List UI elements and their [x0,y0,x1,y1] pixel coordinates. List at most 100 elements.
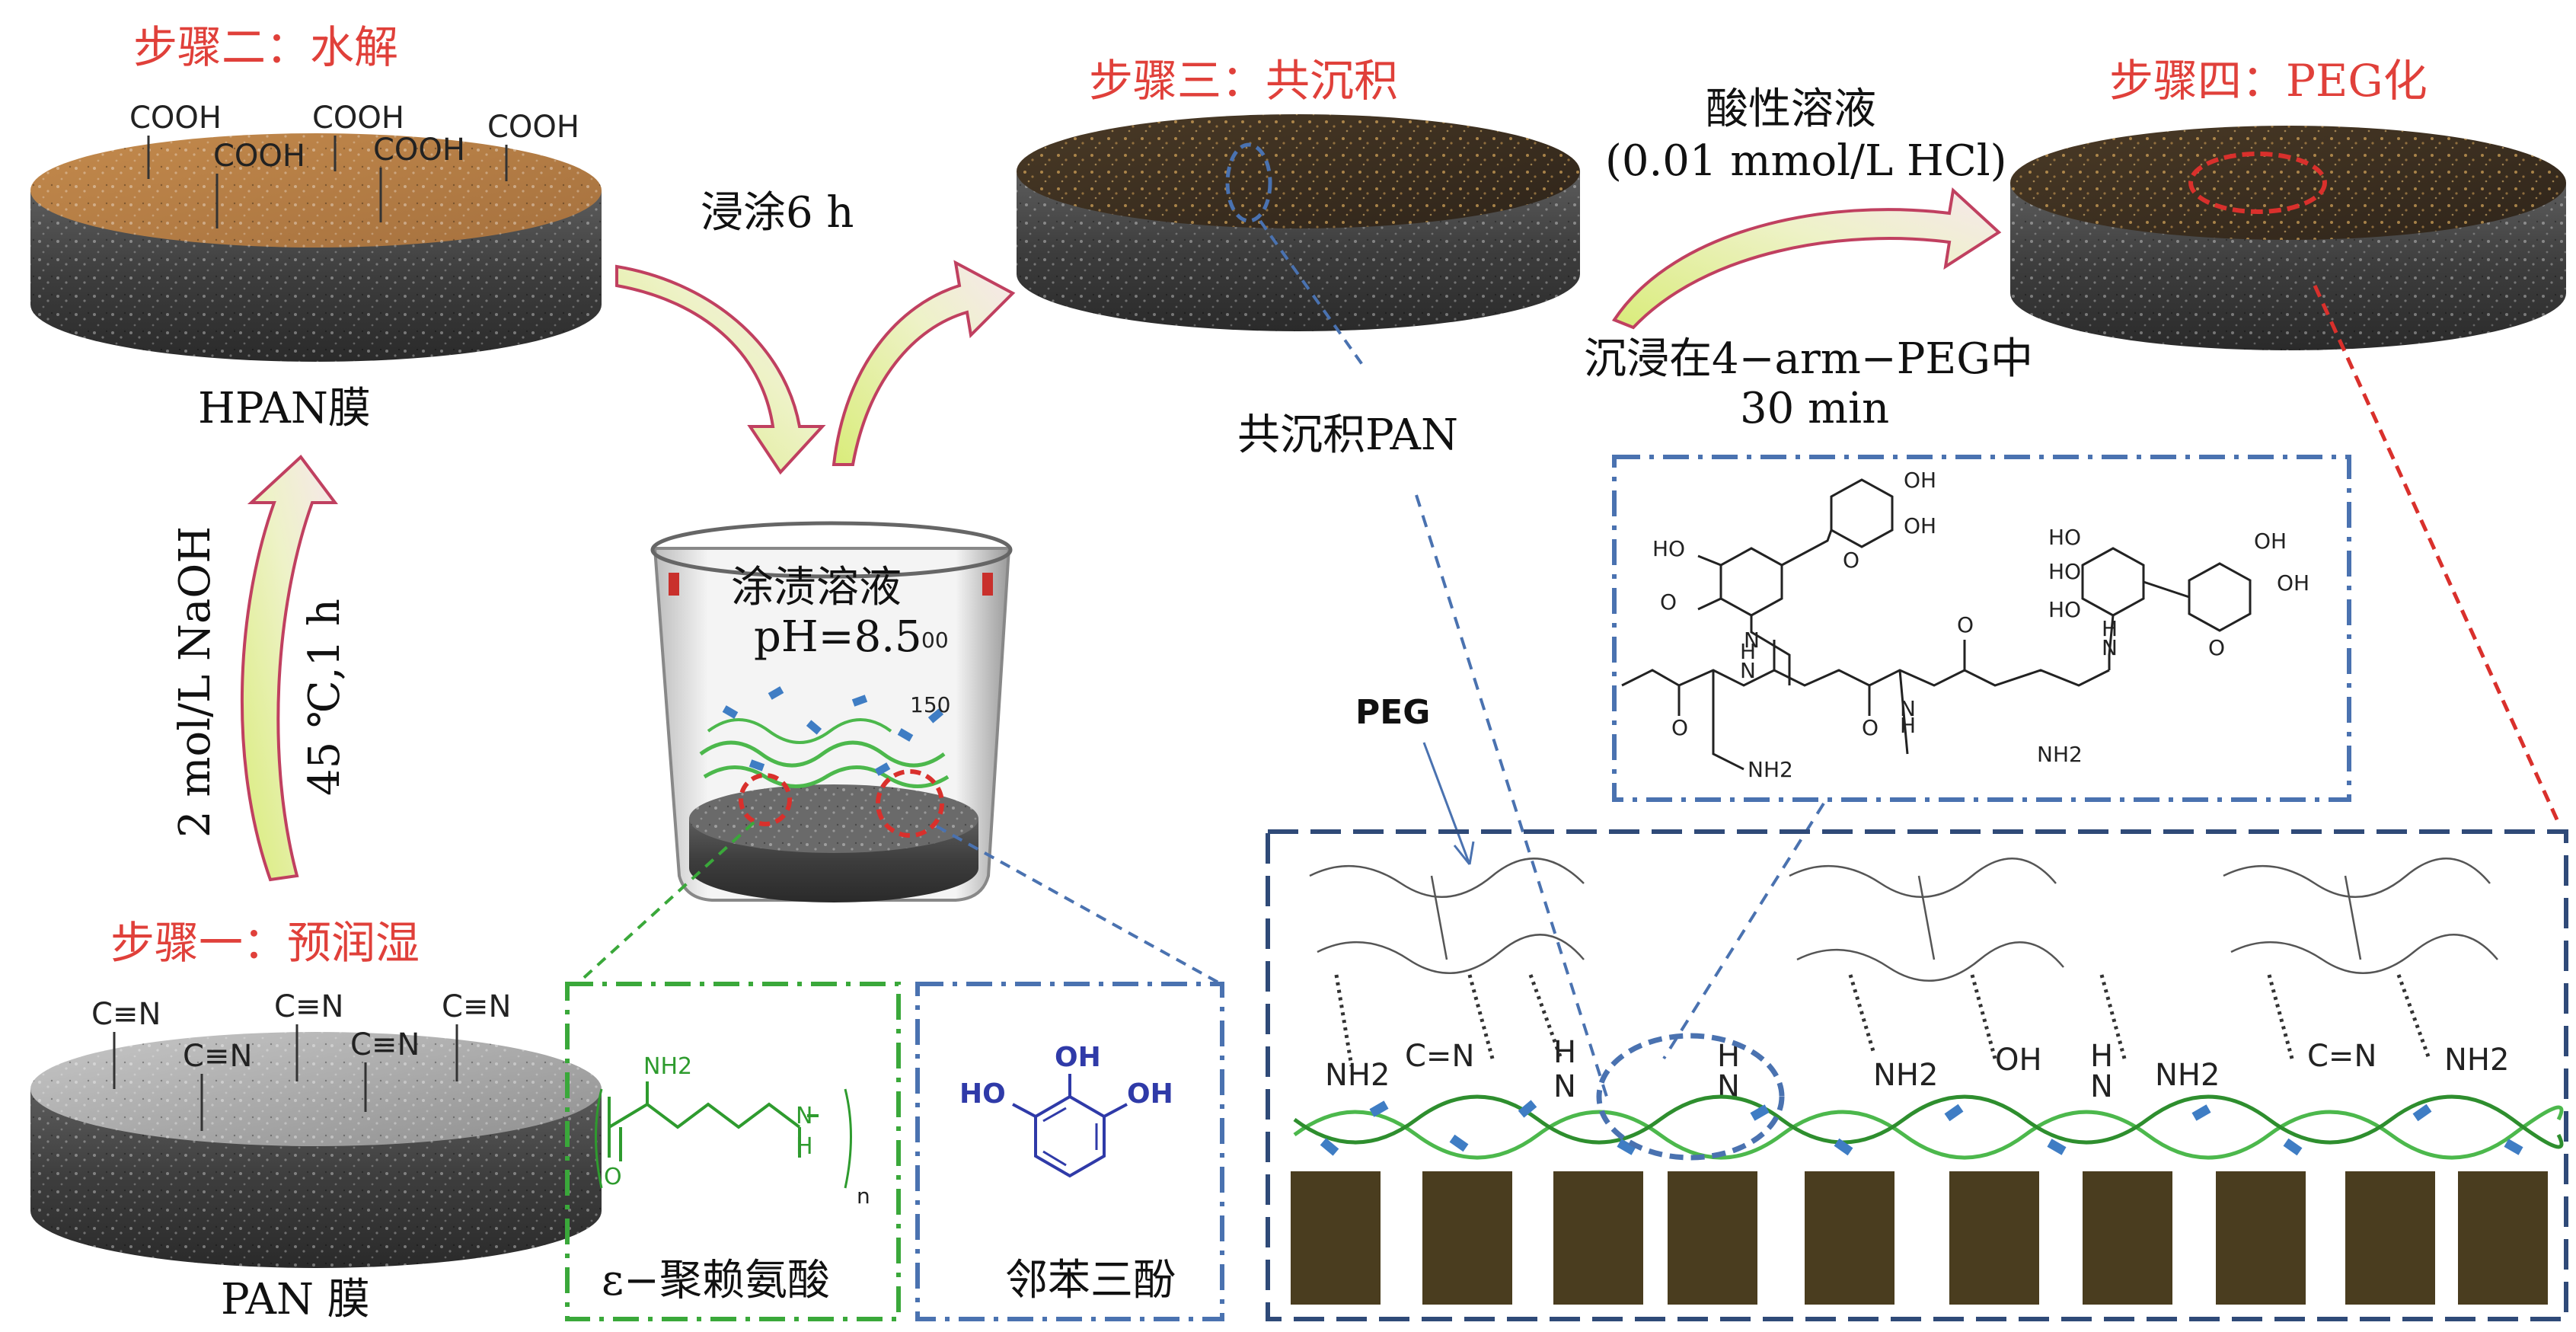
polylysine-o: O [604,1164,622,1190]
pan-label: PAN 膜 [221,1275,370,1324]
struct-h-1: H [1740,639,1756,664]
surface-box [1266,829,2568,1321]
surface-h-1: H [1553,1035,1576,1070]
pyrogallol-oh-right: OH [1127,1078,1173,1110]
helix-highlight [1596,1033,1785,1161]
polylysine-h: H [796,1133,813,1160]
codeposited-label: 共沉积PAN [1237,410,1458,460]
structure-box [1612,455,2351,802]
substrate-blocks [1291,1171,2548,1305]
struct-h-3: H [2102,616,2118,641]
pyrogallol-label: 邻苯三酚 [1005,1256,1176,1305]
helix-markers [1320,1100,2523,1156]
struct-o-3: O [1671,715,1688,740]
cooh-label: COOH [129,101,222,136]
dip-arrow-down [615,264,826,475]
cn-label: C≡N [183,1039,252,1074]
guide-line-green [577,821,755,984]
helix-chains [1293,1094,2564,1160]
cooh-labels: COOH COOH COOH COOH COOH [129,101,579,228]
struct-ho-4: HO [2048,597,2081,622]
surface-nh2-4: NH2 [2444,1043,2509,1078]
cn-label: C≡N [91,997,161,1032]
codeposited-membrane [1017,114,1580,331]
step3-title: 步骤三：共沉积 [1089,55,1398,107]
cooh-label: COOH [487,110,579,145]
hydrolysis-arrow [240,455,338,882]
surface-n-1: N [1553,1069,1576,1104]
polylysine-n: N [796,1103,812,1129]
pyrogallol-oh-top: OH [1055,1042,1101,1073]
guide-line-structure-2 [1662,802,1825,1060]
step4-title: 步骤四：PEG化 [2109,55,2428,107]
peg-immersion-label: 沉浸在4−arm−PEG中 [1584,334,2033,384]
surface-n-3: N [2090,1069,2113,1104]
hpan-label: HPAN膜 [198,384,371,433]
coating-solution-label: 涂渍溶液 [731,563,902,612]
beaker-mark-mid: 150 [910,692,950,717]
hydrolysis-temperature: 45 ℃,1 h [300,599,350,796]
struct-nh2-2: NH2 [2037,742,2083,767]
struct-h-2: H [1900,713,1916,738]
struct-oh-1: OH [1904,468,1936,493]
dip-arrow-up [832,260,1016,466]
struct-n-2: N [1740,658,1756,683]
struct-n-4: N [2102,635,2118,660]
dip-coat-label: 浸涂6 h [701,188,854,238]
polylysine-box [565,982,901,1321]
surface-h-3: H [2090,1039,2113,1074]
peg-anchors [1334,974,2431,1067]
polylysine-n-index: n [857,1183,870,1209]
hydrolysis-reagent: 2 mol/L NaOH [171,526,220,838]
surface-nh2-1: NH2 [1325,1058,1390,1093]
struct-o-2: O [1660,589,1677,615]
surface-amide-1: C=N [1405,1039,1474,1074]
peg-time-label: 30 min [1740,384,1889,433]
peg-arrow [1611,187,2002,330]
surface-oh-1: OH [1995,1043,2042,1078]
surface-nh2-2: NH2 [1873,1058,1938,1093]
cn-label: C≡N [350,1027,420,1062]
struct-oh-3: OH [2254,529,2287,554]
step2-title: 步骤二：水解 [133,21,398,73]
acid-solution-label: 酸性溶液 [1706,85,1876,134]
struct-ho-3: HO [2048,559,2081,584]
struct-ho-2: HO [2048,525,2081,550]
pegylated-membrane [2010,126,2566,350]
peg-label: PEG [1355,693,1430,732]
step1-title: 步骤一：预润湿 [110,917,420,969]
pan-membrane [30,1032,602,1268]
struct-o-6: O [2208,635,2225,660]
cn-labels: C≡N C≡N C≡N C≡N C≡N [91,989,511,1131]
struct-o-5: O [1957,612,1974,637]
pyrogallol-ho-left: HO [959,1078,1006,1110]
solution-ph-label: pH=8.5 [754,612,922,662]
surface-nh2-3: NH2 [2155,1058,2220,1093]
struct-n-3: N [1900,696,1916,721]
acid-concentration-label: (0.01 mmol/L HCl) [1605,136,2006,186]
cn-label: C≡N [442,989,511,1024]
struct-o-1: O [1843,548,1859,573]
pyrogallol-box [915,982,1224,1321]
beaker [650,521,1013,902]
hpan-membrane [30,133,602,362]
cooh-label: COOH [312,101,404,136]
peg-chains [1309,858,2498,982]
cn-label: C≡N [274,989,343,1024]
cooh-label: COOH [373,133,465,168]
struct-oh-2: OH [1904,513,1936,538]
struct-nh2-1: NH2 [1748,757,1793,782]
guide-line-codeposit [1259,219,1365,367]
polylysine-nh2: NH2 [643,1053,692,1080]
struct-o-4: O [1862,715,1879,740]
struct-ho-1: HO [1652,536,1685,561]
cooh-label: COOH [213,139,305,174]
beaker-mark-top: 00 [921,628,949,653]
surface-amide-2: C=N [2307,1039,2376,1074]
peg-pointer [1422,742,1475,865]
struct-oh-4: OH [2277,570,2309,596]
polylysine-label: ε−聚赖氨酸 [602,1256,830,1305]
struct-n-1: N [1744,628,1760,653]
guide-line-red [2313,284,2562,828]
